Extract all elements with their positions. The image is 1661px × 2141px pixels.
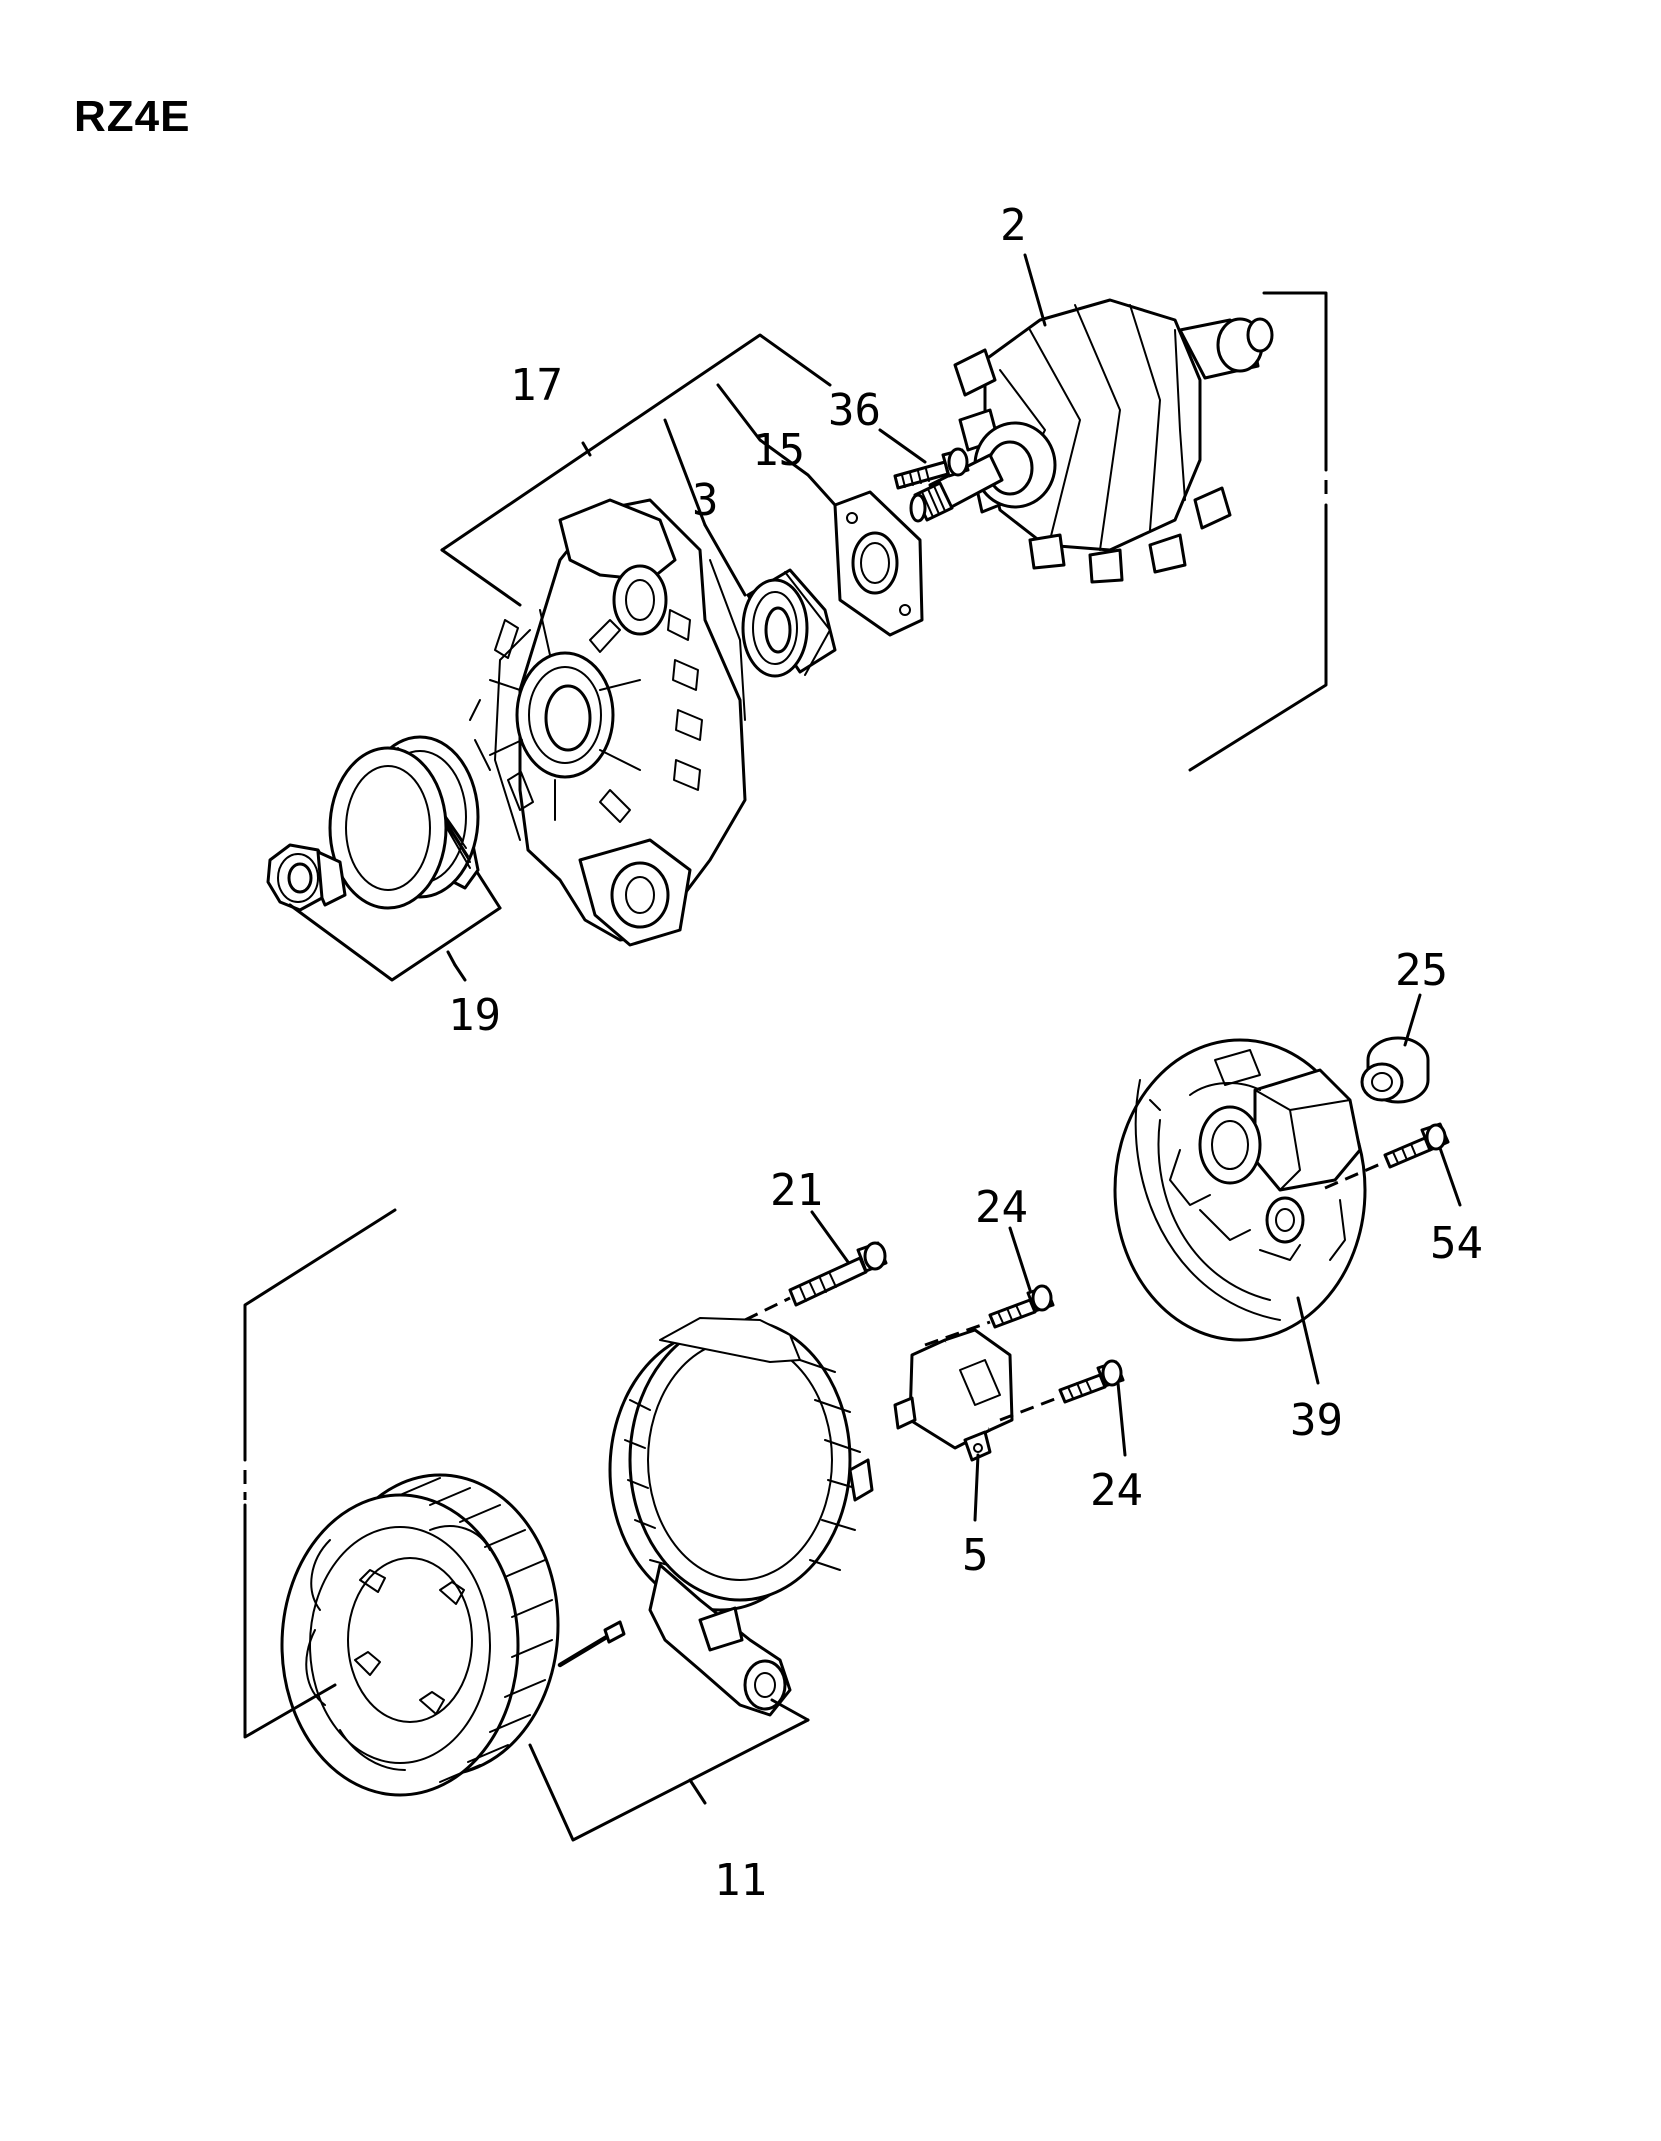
callout-labels: 2 17 36 15 3 19 25 21 24 54 39 24 5 11 [448,200,1483,1906]
callout-rotor: 2 [1000,200,1027,251]
ic-regulator[interactable] [893,1328,1014,1462]
callout-front-bearing: 3 [692,475,719,526]
regulator-screw-lower[interactable] [999,1359,1125,1422]
upper-leaders [288,253,1047,982]
drive-end-frame[interactable] [469,498,747,947]
lower-leaders [528,993,1462,1842]
through-bolt[interactable] [744,1241,888,1322]
callout-rear-end-cover: 39 [1290,1395,1343,1446]
callout-drive-end-frame-set: 17 [510,360,563,411]
callout-ic-regulator: 5 [962,1530,989,1581]
stator[interactable] [280,1473,626,1797]
terminal-insulator[interactable] [1360,1036,1430,1104]
pulley-nut[interactable] [266,843,347,912]
rotor[interactable] [909,298,1274,584]
model-code: RZ4E [74,92,191,141]
callout-retainer-screw: 36 [828,385,881,436]
bearing-retainer[interactable] [833,490,924,637]
callout-bearing-retainer: 15 [752,425,805,476]
rear-frame[interactable] [608,1317,874,1717]
pulley[interactable] [328,735,480,910]
callout-regulator-screw-upper: 24 [975,1182,1028,1233]
callout-regulator-screw-lower: 24 [1090,1465,1143,1516]
front-bearing[interactable] [741,568,837,678]
retainer-screw[interactable] [893,447,970,490]
upper-group-bracket [1188,291,1328,772]
cover-screw[interactable] [1324,1122,1450,1190]
callout-pulley-nut-set: 19 [448,990,501,1041]
regulator-screw-upper[interactable] [924,1284,1055,1347]
rear-end-cover[interactable] [1113,1038,1367,1342]
callout-through-bolt: 21 [770,1165,823,1216]
callout-stator-rear-frame-set: 11 [714,1855,767,1906]
callout-terminal-insulator: 25 [1395,945,1448,996]
callout-cover-screw: 54 [1430,1218,1483,1269]
lower-group-bracket [243,1208,397,1739]
